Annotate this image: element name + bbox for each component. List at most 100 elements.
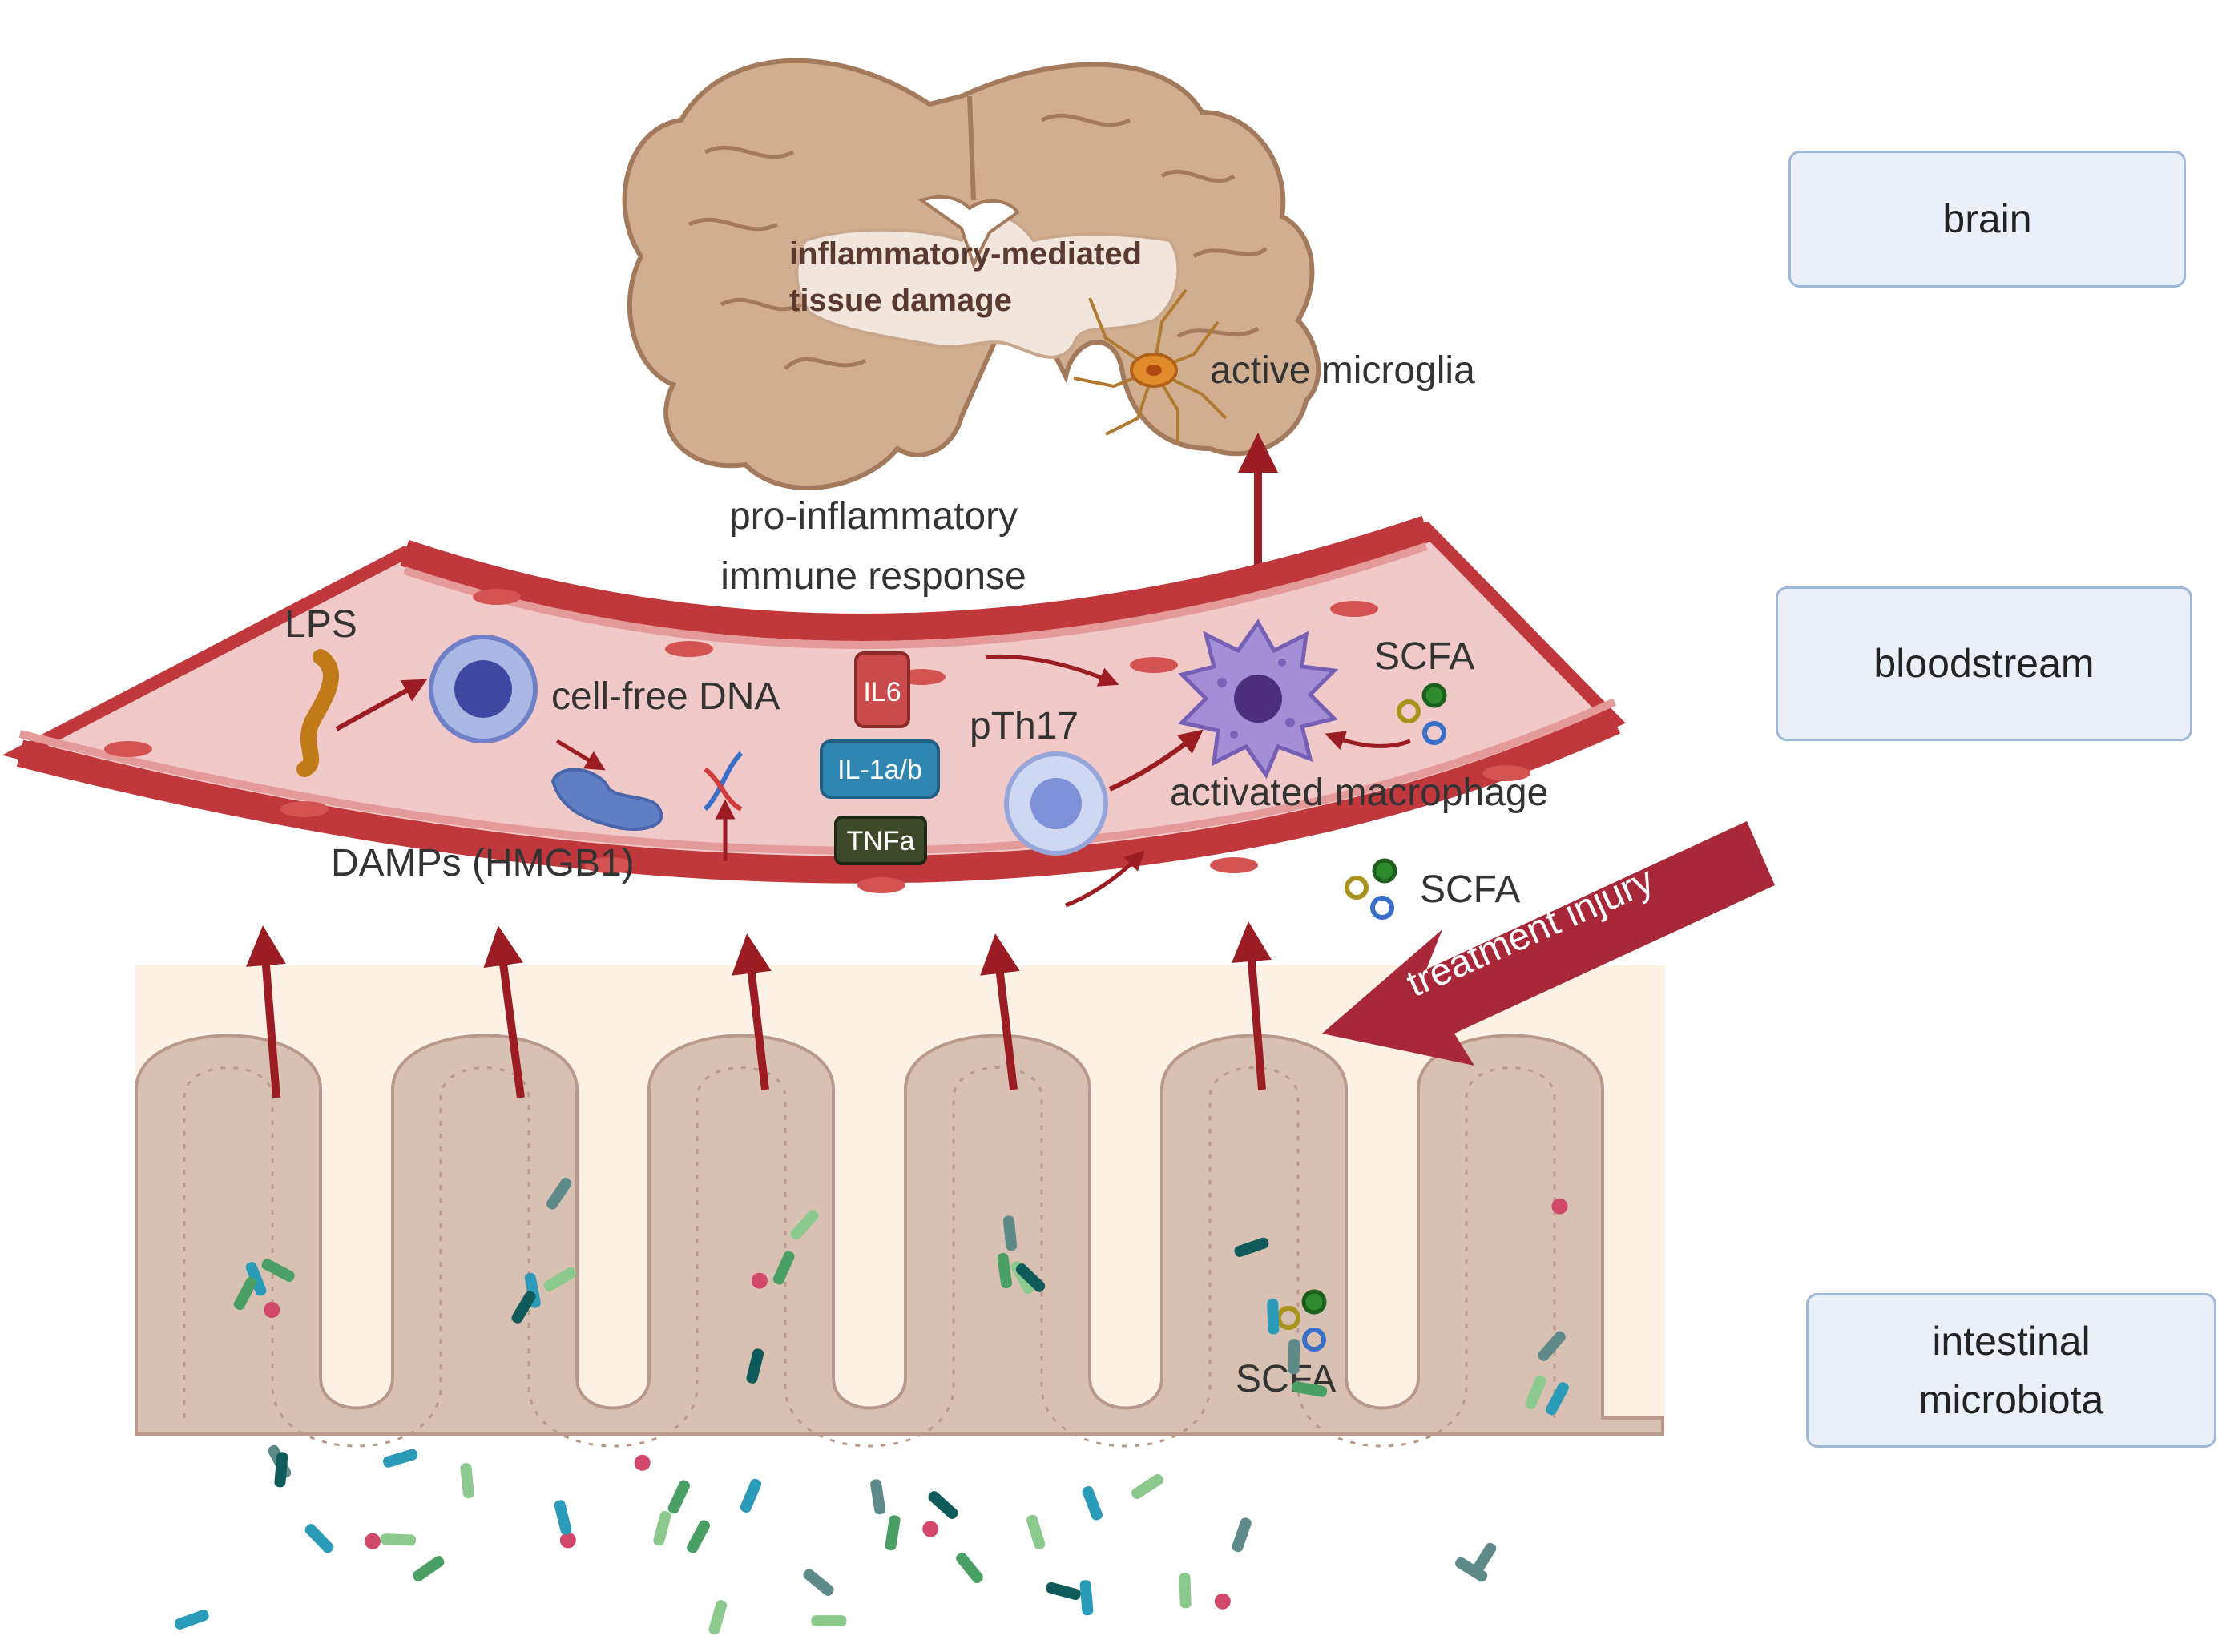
arrow-scfa-to-macrophage	[1325, 731, 1411, 751]
bacterium-rod	[803, 1569, 834, 1597]
bacterium-rod	[1538, 1331, 1566, 1361]
bacterium-rod	[790, 1210, 819, 1240]
bacterium-rod	[708, 1600, 728, 1635]
bacterium-rod	[274, 1452, 288, 1488]
bacterium-rod	[928, 1491, 958, 1520]
scfa-blood-icon	[1397, 683, 1447, 745]
svg-text:IL6: IL6	[863, 677, 901, 707]
bacterium-rod	[233, 1276, 257, 1311]
tissue-damage-label-line1: inflammatory-mediated	[789, 236, 1142, 272]
immune-cell-icon	[429, 635, 538, 743]
bacterium-rod	[885, 1515, 901, 1551]
bacterium-rod	[1002, 1215, 1018, 1251]
villi-lumen	[183, 1066, 1556, 1448]
scfa-wall-label: SCFA	[1420, 868, 1520, 911]
bacterium-rod	[956, 1552, 983, 1584]
bacterium-coccus	[922, 1521, 939, 1537]
bacterium-rod	[1525, 1375, 1546, 1409]
immune-response-label-line2: immune response	[720, 555, 1026, 598]
pth17-cell-icon	[1004, 751, 1108, 856]
macrophage-icon	[1178, 618, 1339, 780]
bacterium-rod	[653, 1510, 671, 1546]
bacterium-rod	[1546, 1382, 1569, 1416]
bacterium-rod	[740, 1478, 762, 1513]
blood-vessel	[2, 515, 1626, 893]
bacterium-rod	[382, 1449, 418, 1468]
bacterium-rod	[524, 1272, 541, 1308]
bacterium-rod	[870, 1479, 886, 1515]
bacterium-rod	[1232, 1517, 1252, 1553]
bacterium-rod	[1131, 1473, 1163, 1499]
bacterium-rod	[811, 1615, 847, 1627]
arrow-up-4	[980, 933, 1020, 1090]
bacterium-rod	[554, 1500, 572, 1535]
bacterium-rod	[1471, 1542, 1497, 1575]
bacterium-rod	[245, 1262, 267, 1296]
bacterium-rod	[1267, 1299, 1280, 1335]
bacterium-rod	[1179, 1573, 1192, 1609]
damps-label: DAMPs (HMGB1)	[331, 842, 635, 884]
active-microglia-label: active microglia	[1210, 349, 1475, 392]
level-label-bloodstream: bloodstream	[1873, 641, 2095, 687]
bacterium-rod	[304, 1524, 334, 1553]
arrow-il-to-macrophage	[985, 654, 1119, 687]
bacterium-rod	[667, 1480, 690, 1514]
svg-text:TNFa: TNFa	[847, 826, 915, 856]
level-box-bloodstream: bloodstream	[1776, 586, 2192, 741]
bacterium-rod	[511, 1291, 536, 1324]
level-box-microbiota: intestinal microbiota	[1806, 1293, 2216, 1448]
scfa-blood-label: SCFA	[1374, 635, 1474, 678]
bacterium-rod	[174, 1610, 209, 1630]
arrow-up-5	[1232, 921, 1272, 1090]
level-label-microbiota-line1: intestinal	[1932, 1319, 2091, 1364]
bacteria-group	[174, 1178, 1569, 1635]
bacterium-rod	[1015, 1263, 1046, 1292]
pth17-label: pTh17	[970, 705, 1079, 747]
svg-text:IL-1a/b: IL-1a/b	[837, 755, 922, 785]
bacterium-rod	[543, 1267, 577, 1292]
bacterium-rod	[546, 1178, 572, 1210]
bacterium-rod	[380, 1533, 416, 1546]
tissue-damage-label-line2: tissue damage	[789, 283, 1012, 318]
bacterium-rod	[1026, 1514, 1046, 1549]
lps-icon	[296, 649, 339, 777]
bacterium-rod	[1046, 1581, 1081, 1601]
bacterium-coccus	[264, 1302, 280, 1319]
scfa-wall-icon	[1345, 858, 1397, 920]
bacterium-rod	[997, 1253, 1013, 1289]
tnf-tag: TNFa	[834, 816, 927, 865]
bacterium-rod	[1079, 1580, 1094, 1616]
bacterium-rod	[413, 1556, 445, 1582]
arrow-up-1	[246, 925, 286, 1098]
bacterium-coccus	[365, 1533, 381, 1549]
bacterium-rod	[1288, 1339, 1300, 1375]
lps-label: LPS	[284, 603, 357, 646]
bacterium-coccus	[559, 1532, 576, 1549]
arrow-lps-to-cell	[335, 679, 428, 731]
arrow-pth17-to-macrophage	[1108, 729, 1204, 792]
level-label-brain: brain	[1942, 196, 2032, 242]
villi-epithelium	[135, 1034, 1664, 1436]
bacterium-rod	[1455, 1557, 1488, 1582]
bacterium-rod	[261, 1259, 295, 1282]
bacterium-rod	[1234, 1237, 1269, 1257]
bacterium-rod	[746, 1348, 764, 1384]
immune-response-label-line1: pro-inflammatory	[729, 495, 1018, 538]
il6-tag: IL6	[854, 651, 910, 728]
level-box-brain: brain	[1788, 151, 2186, 288]
il1-tag: IL-1a/b	[820, 739, 940, 799]
arrow-up-2	[483, 925, 525, 1098]
bacterium-rod	[1292, 1381, 1328, 1397]
bacterium-coccus	[1551, 1198, 1568, 1215]
dna-icon	[703, 751, 744, 812]
intestinal-villi	[135, 1034, 1664, 1448]
bacterium-coccus	[634, 1454, 651, 1471]
bacterium-coccus	[1214, 1593, 1231, 1610]
bacterium-rod	[1082, 1485, 1103, 1521]
translocation-arrows	[246, 921, 1272, 1098]
level-label-microbiota-line2: microbiota	[1918, 1376, 2104, 1422]
bacterium-coccus	[751, 1272, 768, 1289]
brain-illustration	[622, 58, 1321, 490]
cell-free-dna-label: cell-free DNA	[551, 675, 780, 718]
